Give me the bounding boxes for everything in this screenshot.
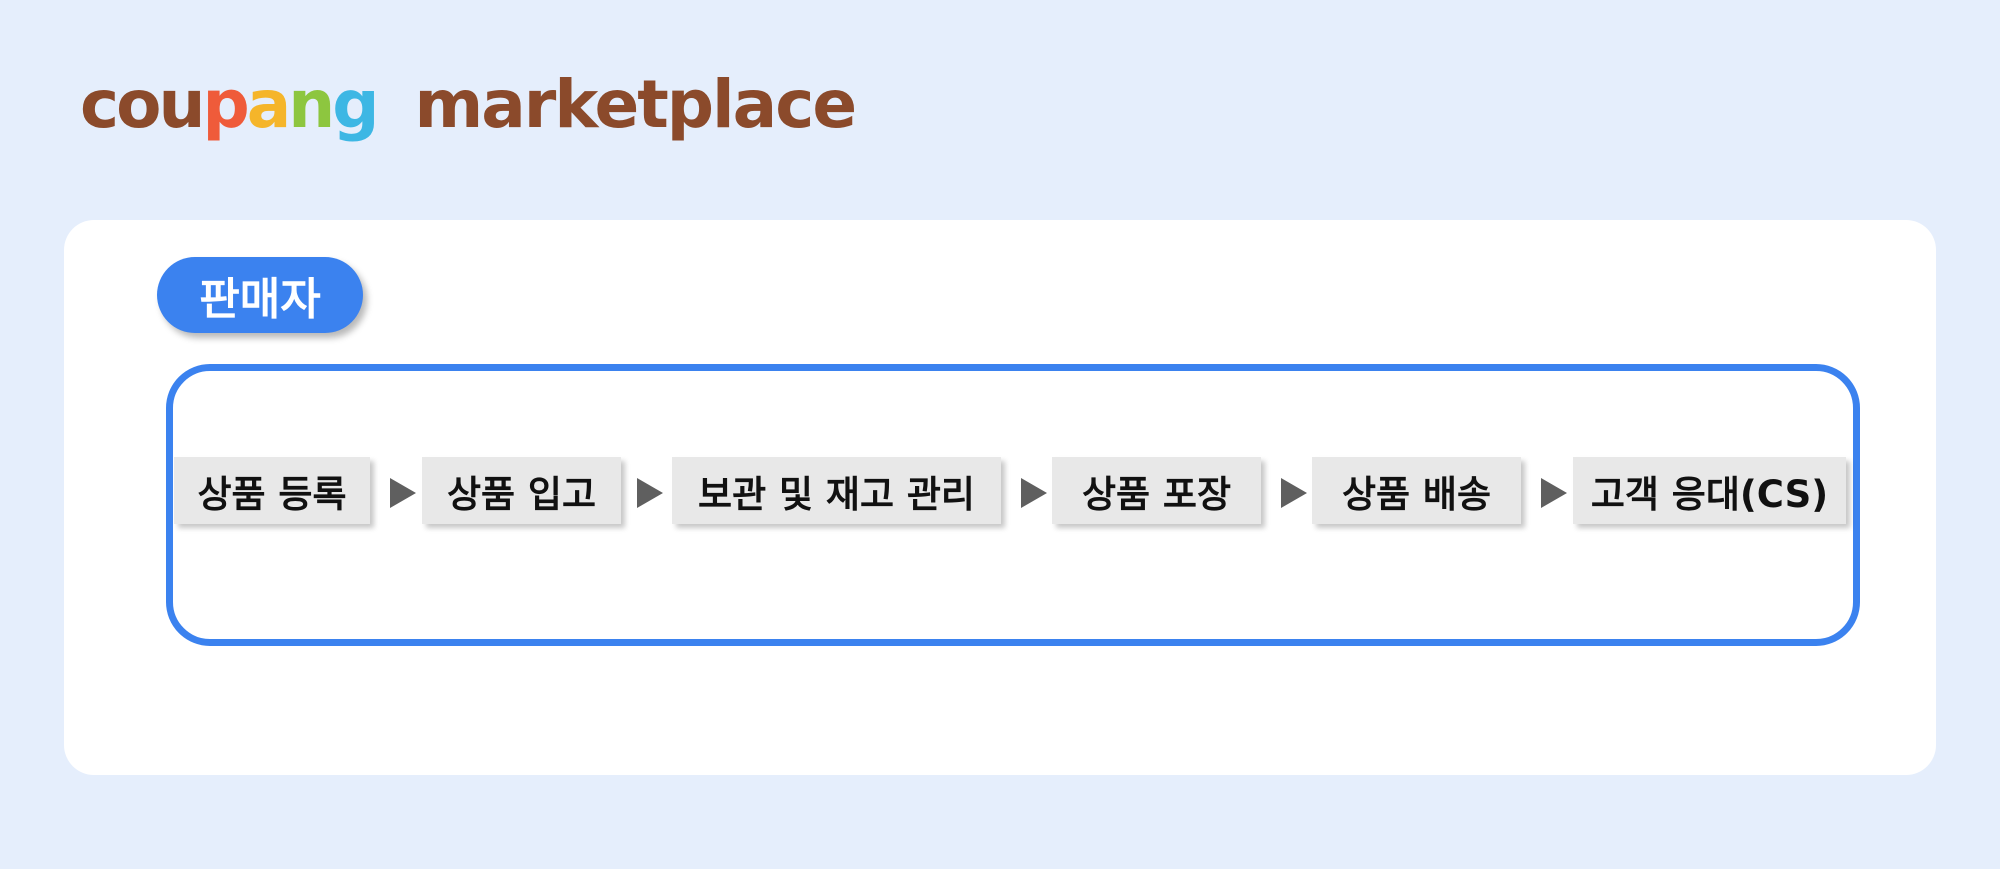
step-storage-inventory: 보관 및 재고 관리 [672,457,1001,524]
arrow-right-icon [390,478,416,508]
role-badge: 판매자 [157,257,363,333]
logo-letter-a: a [246,66,292,143]
arrow-right-icon [1541,478,1567,508]
step-product-inbound: 상품 입고 [422,457,621,524]
logo-letter-g: g [332,66,379,143]
arrow-right-icon [637,478,663,508]
logo-letter-c: c [80,66,119,143]
step-product-shipping: 상품 배송 [1312,457,1521,524]
logo-letter-n: n [288,66,335,143]
arrow-right-icon [1021,478,1047,508]
brand-wordmark: coupang [80,66,397,143]
logo-suffix: marketplace [414,66,858,143]
logo-letter-p: p [202,66,249,143]
step-product-registration: 상품 등록 [174,457,370,524]
process-frame [166,364,1860,646]
coupang-marketplace-logo: coupang marketplace [80,72,857,138]
step-customer-service: 고객 응대(CS) [1573,457,1846,524]
logo-letter-u: u [158,66,205,143]
step-product-packing: 상품 포장 [1052,457,1261,524]
logo-letter-o: o [116,66,161,143]
arrow-right-icon [1281,478,1307,508]
